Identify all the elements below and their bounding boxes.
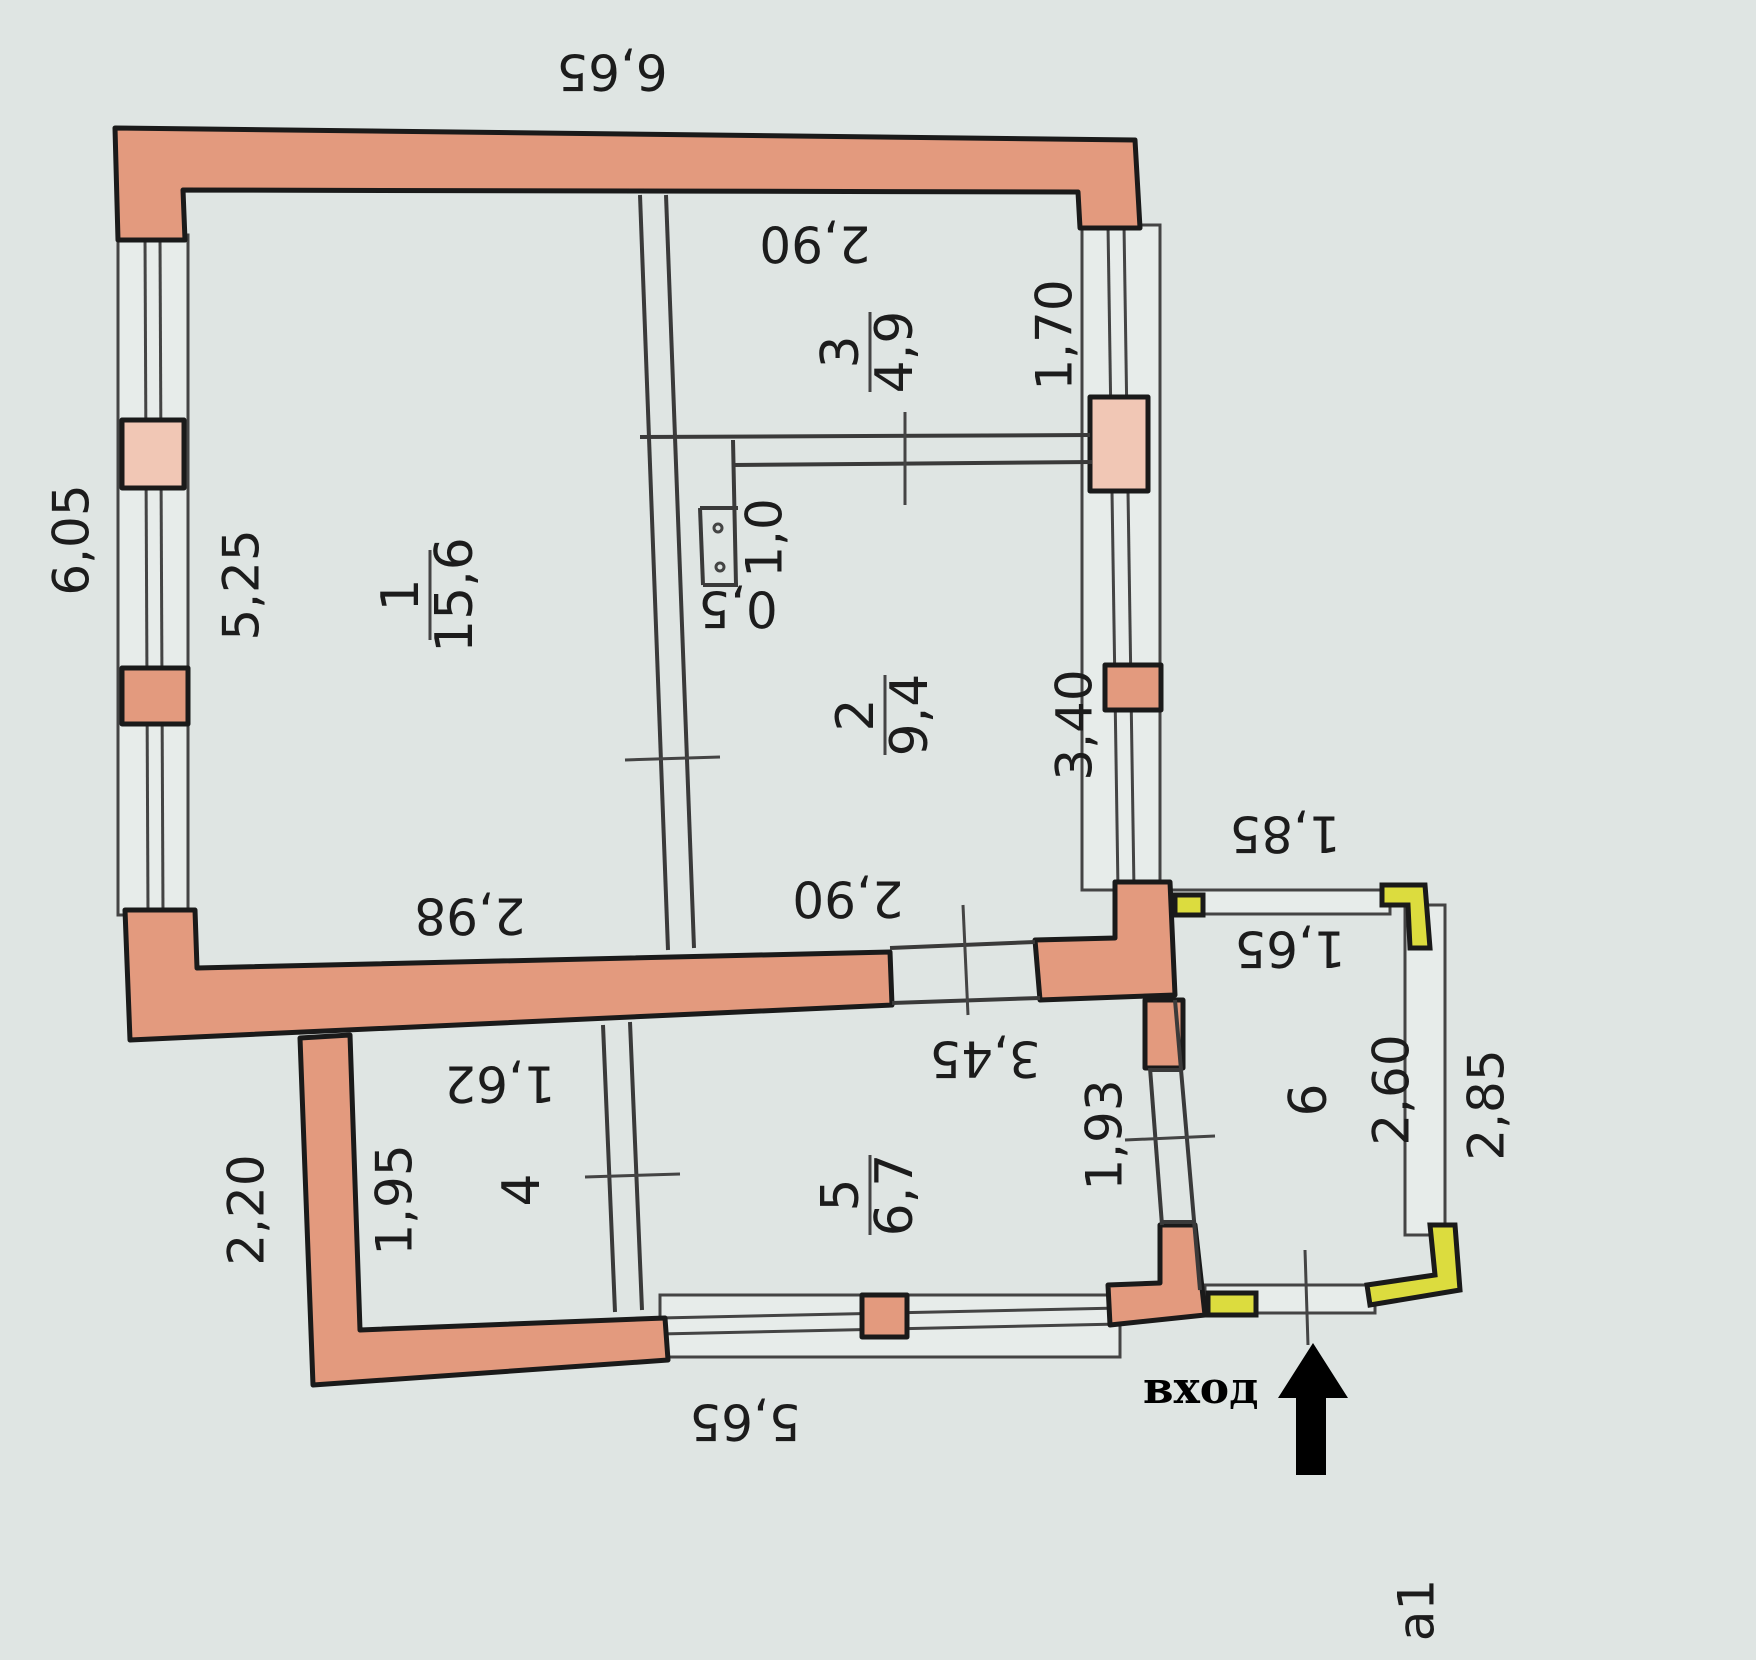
entry-label: вход	[1143, 1363, 1258, 1414]
room-2-label: 2 9,4	[826, 674, 940, 757]
wall-top-left	[112, 125, 1143, 243]
window-right-room2-3	[1080, 223, 1162, 892]
room-number: 3	[811, 335, 871, 368]
dim-bottom-overall: 5,65	[689, 1393, 800, 1451]
wall-pier-1	[119, 417, 187, 491]
porch-pillar-1	[1172, 892, 1206, 918]
wall-pier-3	[1087, 394, 1151, 494]
axis-label: a1	[1388, 1579, 1446, 1641]
room-number: 2	[826, 698, 886, 731]
wall-bottom-main	[122, 907, 895, 1043]
window-left-room1	[116, 233, 190, 917]
dim-fixture-depth: 0,5	[698, 580, 778, 638]
room-5-label: 5 6,7	[811, 1154, 925, 1237]
dim-room2-width: 2,90	[792, 870, 903, 928]
dim-room3-length: 1,70	[1026, 279, 1084, 390]
room-3-label: 3 4,9	[811, 311, 925, 394]
room-area: 4,9	[865, 311, 925, 394]
dim-annex-left: 2,20	[218, 1154, 276, 1265]
room-number: 5	[811, 1178, 871, 1211]
room-area: 9,4	[880, 674, 940, 757]
entry-arrow-icon	[1278, 1343, 1348, 1475]
window-porch-right	[1403, 903, 1447, 1237]
dim-room4-length: 1,95	[366, 1144, 424, 1255]
wall-annex	[297, 1032, 671, 1388]
wall-pier-2	[119, 665, 191, 727]
room-area: 6,7	[865, 1154, 925, 1237]
room-area: 15,6	[425, 537, 485, 653]
dim-room1-length: 5,25	[213, 529, 271, 640]
dim-porch-length-outer: 2,85	[1458, 1049, 1516, 1160]
wall-annex-corner	[1105, 1222, 1208, 1328]
dim-porch-inner: 1,65	[1234, 920, 1345, 978]
porch-pillar-3	[1364, 1222, 1463, 1308]
dim-fixture-width: 1,0	[736, 498, 794, 578]
dim-room1-width: 2,98	[414, 887, 525, 945]
dim-room2-length: 3,40	[1046, 669, 1104, 780]
dim-porch-top: 1,85	[1229, 805, 1340, 863]
room-1-label: 1 15,6	[371, 537, 485, 653]
dim-room5-length: 1,93	[1076, 1079, 1134, 1190]
wall-pier-6	[859, 1292, 910, 1340]
room-4-label: 4	[492, 1173, 552, 1206]
dim-porch-length-inner: 2,60	[1363, 1034, 1421, 1145]
window-porch-top	[1168, 888, 1392, 916]
dim-room3-width: 2,90	[759, 215, 870, 273]
room-number: 1	[371, 578, 431, 611]
dim-top-overall: 6,65	[556, 43, 667, 101]
wall-right-corner	[1032, 879, 1178, 1003]
wall-pier-4	[1102, 662, 1164, 713]
dim-room4-width: 1,62	[444, 1055, 555, 1113]
dim-left-overall: 6,05	[43, 484, 101, 595]
porch-pillar-2	[1379, 882, 1433, 951]
porch-pillar-4	[1205, 1290, 1259, 1318]
dim-corridor-width: 3,45	[929, 1030, 1040, 1088]
partitions	[584, 194, 1310, 1346]
room-6-label: 6	[1279, 1083, 1339, 1116]
